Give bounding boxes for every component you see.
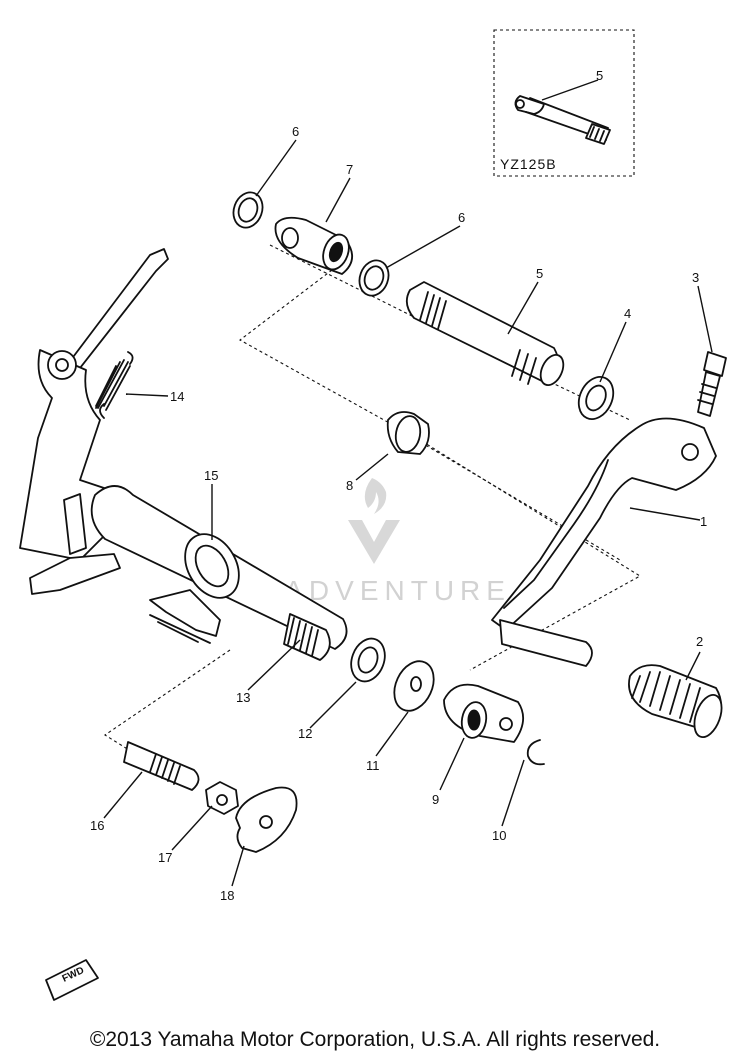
callout-8: 8: [346, 478, 353, 493]
shift-pedal-1: [491, 417, 717, 667]
callout-9: 9: [432, 792, 439, 807]
bolt-3: [697, 351, 727, 417]
bushing-8: [386, 411, 430, 455]
link-9: [443, 683, 524, 743]
collar-7: [274, 216, 353, 275]
shift-shaft-5: [405, 281, 565, 387]
callout-16: 16: [90, 818, 104, 833]
callout-15: 15: [204, 468, 218, 483]
callout-4: 4: [624, 306, 631, 321]
callout-13: 13: [236, 690, 250, 705]
callout-3: 3: [692, 270, 699, 285]
inset-box: 5 YZ125B: [493, 29, 635, 177]
callout-11: 11: [366, 758, 380, 773]
callout-6-upper: 6: [292, 124, 299, 139]
callout-12: 12: [298, 726, 312, 741]
fwd-symbol: FWD: [45, 959, 99, 1001]
washer-6-lower: [358, 259, 390, 297]
callout-14: 14: [170, 389, 184, 404]
callout-1: 1: [700, 514, 707, 529]
seal-12: [350, 637, 386, 683]
callout-7: 7: [346, 162, 353, 177]
callout-2: 2: [696, 634, 703, 649]
callout-17: 17: [158, 850, 172, 865]
callout-10: 10: [492, 828, 506, 843]
washer-6-upper: [232, 191, 264, 229]
plate-18: [235, 786, 298, 853]
pedal-rubber-2: [628, 664, 723, 738]
nut-17: [205, 781, 239, 815]
return-spring: [95, 351, 134, 419]
callout-18: 18: [220, 888, 234, 903]
washer-11: [393, 660, 435, 712]
callout-5: 5: [536, 266, 543, 281]
shift-arm-assembly: [19, 248, 348, 661]
circlip-10: [526, 739, 545, 766]
copyright-notice: ©2013 Yamaha Motor Corporation, U.S.A. A…: [89, 1028, 661, 1051]
leader-lines: [103, 139, 713, 887]
callouts: 1 2 3 4 5 6 6 7 8 9 10 11 12 13 14 15 16…: [90, 124, 707, 903]
inset-label: YZ125B: [500, 156, 557, 172]
callout-6-lower: 6: [458, 210, 465, 225]
adjuster-16: [123, 741, 200, 791]
callout-5-inset: 5: [596, 68, 603, 83]
oil-seal-4: [577, 376, 615, 420]
